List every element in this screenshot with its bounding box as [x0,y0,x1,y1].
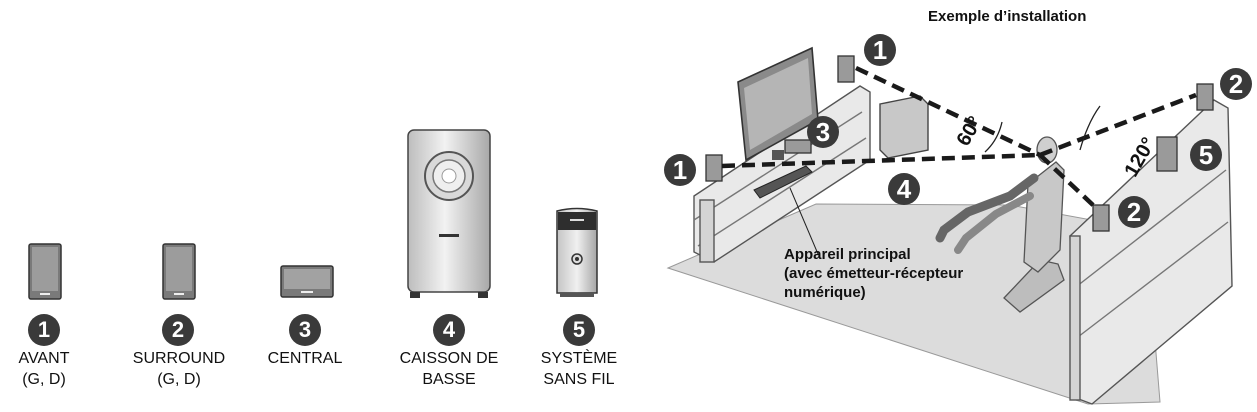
listener-icon [935,136,1065,313]
wireless-system [1156,136,1178,172]
component-label-front: AVANT (G, D) [18,350,70,388]
svg-text:5: 5 [1199,140,1213,170]
svg-text:1: 1 [673,155,687,185]
subwoofer [879,95,929,159]
svg-text:3: 3 [816,117,830,147]
svg-text:4: 4 [897,174,912,204]
marker-surround-right: 2 [1220,68,1252,100]
surround-left-speaker [1092,204,1110,232]
component-number-2: 2 [162,314,194,346]
marker-subwoofer: 4 [888,173,920,205]
component-label-subwoofer: CAISSON DE BASSE [399,350,499,388]
center-speaker [784,139,812,154]
marker-surround-left: 2 [1118,196,1150,228]
component-label-center: CENTRAL [267,350,343,367]
svg-text:2: 2 [1127,197,1141,227]
front-left-speaker [705,154,723,182]
sound-lines [721,65,1197,208]
diagram-title: Exemple d’installation [928,8,1087,25]
marker-wireless: 5 [1190,139,1222,171]
component-number-5: 5 [563,314,595,346]
wireless-system-icon [556,207,598,297]
component-label-wireless: SYSTÈME SANS FIL [540,350,618,388]
tv-icon [737,46,819,162]
svg-text:2: 2 [1229,69,1243,99]
center-speaker-icon [280,265,334,298]
surround-speaker-icon [162,243,196,300]
front-right-speaker [837,55,855,83]
subwoofer-icon [407,129,491,298]
component-number-3: 3 [289,314,321,346]
component-number-1: 1 [28,314,60,346]
front-speaker-icon [28,243,62,300]
marker-center: 3 [807,116,839,148]
angle-arc-surround [1079,105,1101,151]
angle-arc-front [984,121,1003,153]
svg-text:1: 1 [873,35,887,65]
component-label-surround: SURROUND (G, D) [132,350,226,388]
callout-pointer [789,187,819,255]
marker-front-right: 1 [864,34,896,66]
room-diagram: 60° 120° 1 1 2 2 3 4 5 [664,34,1252,405]
right-shelf [1069,99,1233,405]
main-unit-icon [753,165,813,199]
main-unit-callout: Appareil principal (avec émetteur-récept… [784,246,964,301]
marker-front-left: 1 [664,154,696,186]
angle-label-60: 60° [952,113,986,150]
component-number-4: 4 [433,314,465,346]
surround-right-speaker [1196,83,1214,111]
